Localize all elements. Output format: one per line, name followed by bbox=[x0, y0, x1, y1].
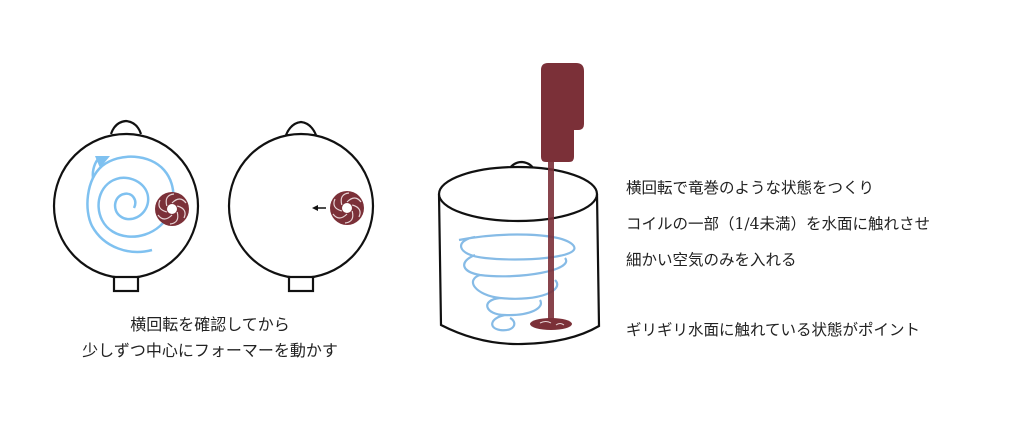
arrow-left-icon bbox=[312, 205, 326, 211]
note-line-3: 細かい空気のみを入れる bbox=[626, 251, 797, 269]
note-line-4: ギリギリ水面に触れている状態がポイント bbox=[626, 321, 921, 339]
caption-line-2: 少しずつ中心にフォーマーを動かす bbox=[82, 341, 338, 360]
milk-frother-icon bbox=[530, 63, 584, 330]
right-notes: 横回転で竜巻のような状態をつくり コイルの一部（1/4未満）を水面に触れさせ 細… bbox=[626, 170, 930, 348]
pitcher-top-view-icon bbox=[52, 119, 200, 293]
pitcher-top-view-icon bbox=[227, 120, 375, 293]
note-line-1: 横回転で竜巻のような状態をつくり bbox=[626, 179, 875, 197]
note-line-2: コイルの一部（1/4未満）を水面に触れさせ bbox=[626, 215, 930, 233]
arrow-head-icon bbox=[95, 156, 110, 168]
pitcher-side-view-icon bbox=[437, 160, 601, 346]
whirlpool-spiral-icon bbox=[458, 233, 576, 332]
caption-line-1: 横回転を確認してから bbox=[130, 315, 290, 334]
left-caption: 横回転を確認してから 少しずつ中心にフォーマーを動かす bbox=[40, 312, 380, 364]
